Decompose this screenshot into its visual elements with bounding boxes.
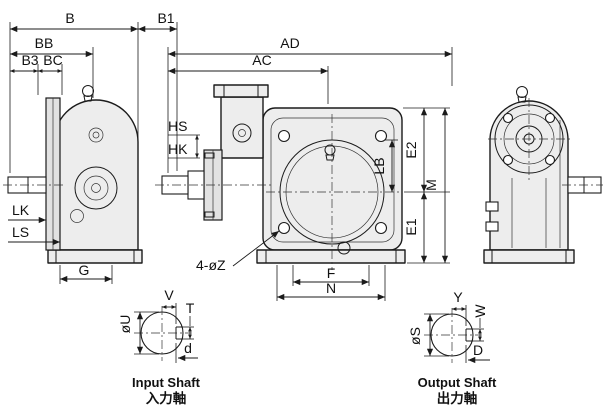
dim-label-t: T bbox=[186, 300, 195, 316]
dim-label-m: M bbox=[423, 179, 439, 191]
dim-label-lk: LK bbox=[12, 202, 30, 218]
output-shaft-detail: Y W øS D Output Shaft 出力軸 bbox=[407, 289, 497, 406]
dim-label-w: W bbox=[472, 304, 488, 318]
front-view-dimensions: AD AC HS HK LB E2 E1 M 4-øZ F N bbox=[167, 35, 453, 301]
dim-label-b1: B1 bbox=[157, 10, 174, 26]
bolt-hole bbox=[544, 154, 556, 166]
gear-housing-right bbox=[489, 100, 569, 251]
bolt-hole bbox=[502, 112, 514, 124]
dim-label-ac: AC bbox=[252, 52, 271, 68]
dim-label-y: Y bbox=[453, 289, 463, 305]
dim-label-ou: øU bbox=[117, 315, 133, 334]
dim-label-e1: E1 bbox=[403, 218, 419, 235]
side-view-left bbox=[3, 85, 143, 264]
left-view-dimensions: B B1 BB B3 BC LK LS G bbox=[8, 10, 178, 284]
dim-label-g: G bbox=[79, 262, 90, 278]
side-view-right bbox=[483, 86, 603, 264]
bolt-hole bbox=[277, 129, 291, 143]
dim-label-f: F bbox=[327, 265, 336, 281]
dim-label-v: V bbox=[164, 287, 174, 303]
worm-tower bbox=[220, 96, 264, 159]
bolt-hole bbox=[374, 221, 388, 235]
dim-label-b3: B3 bbox=[21, 52, 38, 68]
output-shaft-title-jp: 出力軸 bbox=[437, 390, 478, 406]
dim-label-hs: HS bbox=[168, 118, 187, 134]
bolt-hole bbox=[277, 221, 291, 235]
dim-label-b: B bbox=[65, 10, 74, 26]
dim-label-bc: BC bbox=[43, 52, 62, 68]
mounting-base-right bbox=[483, 249, 575, 264]
dim-label-n: N bbox=[326, 280, 336, 296]
dim-label-hk: HK bbox=[168, 141, 188, 157]
output-shaft-title: Output Shaft bbox=[418, 375, 497, 390]
dim-label-lb: LB bbox=[371, 157, 387, 174]
dim-label-bb: BB bbox=[35, 35, 54, 51]
gear-housing-left bbox=[53, 99, 139, 251]
eyebolt-icon bbox=[82, 85, 94, 97]
front-view bbox=[155, 84, 406, 270]
input-shaft-detail: øU V T d Input Shaft 入力軸 bbox=[117, 287, 201, 406]
input-shaft-title: Input Shaft bbox=[132, 375, 201, 390]
mounting-base-left bbox=[47, 249, 143, 264]
dim-label-ls: LS bbox=[12, 224, 29, 240]
top-cap bbox=[213, 84, 269, 98]
dim-label-e2: E2 bbox=[403, 141, 419, 158]
bolt-hole-callout: 4-øZ bbox=[196, 257, 226, 273]
dim-label-d-output: D bbox=[473, 342, 483, 358]
dim-label-d-input: d bbox=[184, 340, 192, 356]
eyebolt-icon bbox=[516, 86, 528, 98]
bolt-hole bbox=[544, 112, 556, 124]
dim-label-os: øS bbox=[407, 327, 423, 345]
bolt-hole bbox=[502, 154, 514, 166]
mounting-base-front bbox=[256, 249, 406, 264]
bolt-hole bbox=[374, 129, 388, 143]
dim-label-ad: AD bbox=[280, 35, 299, 51]
input-shaft-title-jp: 入力軸 bbox=[146, 390, 187, 406]
